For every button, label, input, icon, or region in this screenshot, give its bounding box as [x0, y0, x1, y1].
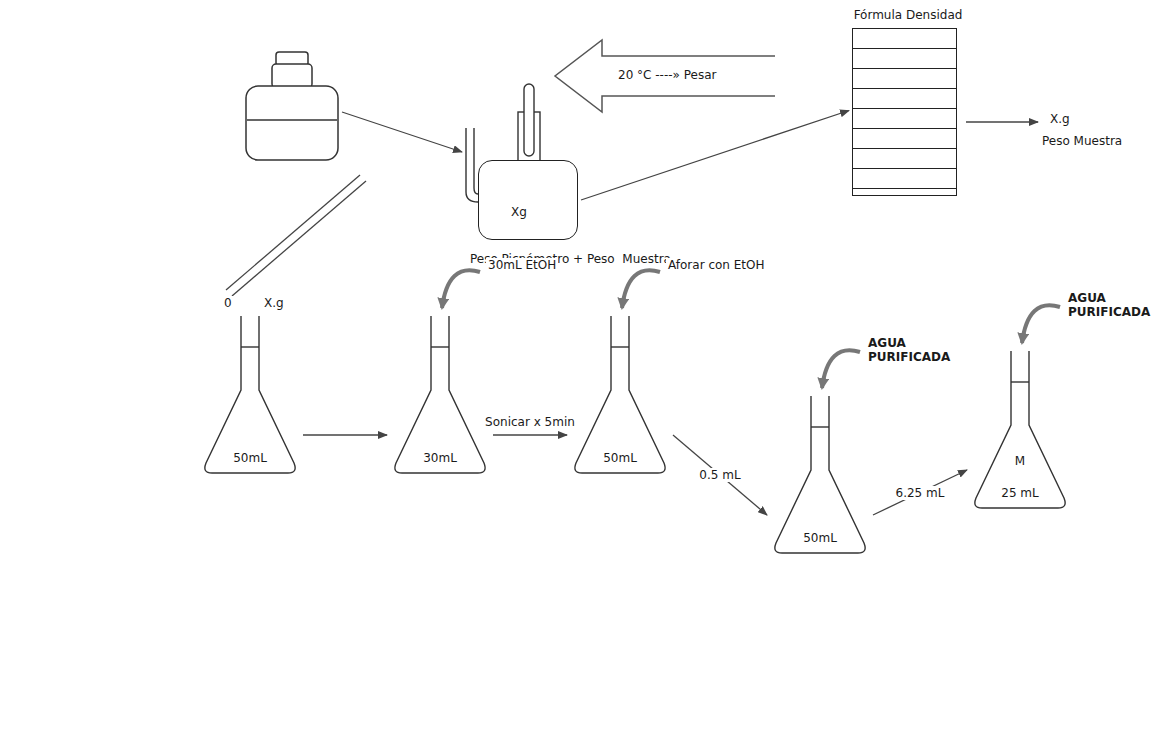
addition-arrows	[442, 270, 1060, 388]
transfer-arrow	[342, 112, 462, 152]
temperature-arrow	[555, 40, 775, 112]
result-arrow	[966, 121, 1038, 122]
reagent-label: AGUA PURIFICADA	[866, 336, 950, 364]
table-title: Fórmula Densidad	[854, 8, 963, 22]
volumetric-flask: 50mL	[570, 315, 670, 475]
note-label: Aforar con EtOH	[666, 258, 767, 272]
table-row	[853, 29, 956, 49]
process-arrow	[493, 434, 567, 435]
note-label: X.g	[262, 296, 286, 310]
note-label: Peso Muestra	[1040, 134, 1124, 148]
volumetric-flask: M 25 mL	[970, 350, 1070, 510]
table-grid	[852, 28, 957, 196]
table-row	[853, 129, 956, 149]
node-text: 30mL	[423, 451, 457, 465]
node-text: M	[1015, 454, 1025, 468]
table-row	[853, 69, 956, 89]
note-label: 20 °C ----» Pesar	[616, 68, 718, 82]
volumetric-flask: 50mL	[770, 395, 870, 555]
reagent-label: AGUA PURIFICADA	[1066, 291, 1150, 319]
density-table: Fórmula Densidad	[852, 6, 964, 196]
volumetric-flask: 50mL	[200, 315, 300, 475]
table-row	[853, 49, 956, 69]
table-row	[853, 109, 956, 129]
edge-label: 6.25 mL	[894, 486, 947, 500]
edge-label: Sonicar x 5min	[483, 415, 577, 429]
node-text: 50mL	[233, 451, 267, 465]
note-label: 0	[222, 296, 234, 310]
node-text: 25 mL	[1001, 486, 1038, 500]
table-row	[853, 89, 956, 109]
pycnometer: Xg	[478, 160, 578, 240]
volumetric-flask: 30mL	[390, 315, 490, 475]
process-arrow	[581, 111, 849, 201]
node-text: 50mL	[603, 451, 637, 465]
process-arrow	[873, 470, 967, 515]
process-arrow	[303, 434, 387, 435]
note-label: 30mL EtOH	[486, 258, 558, 272]
pipette	[226, 175, 366, 296]
table-row	[853, 169, 956, 189]
node-text: Xg	[511, 205, 527, 219]
table-row	[853, 149, 956, 169]
note-label: X.g	[1048, 112, 1072, 126]
process-arrow	[673, 435, 767, 515]
node-text: 50mL	[803, 531, 837, 545]
reagent-bottle	[246, 52, 338, 160]
edge-label: 0.5 mL	[697, 468, 742, 482]
